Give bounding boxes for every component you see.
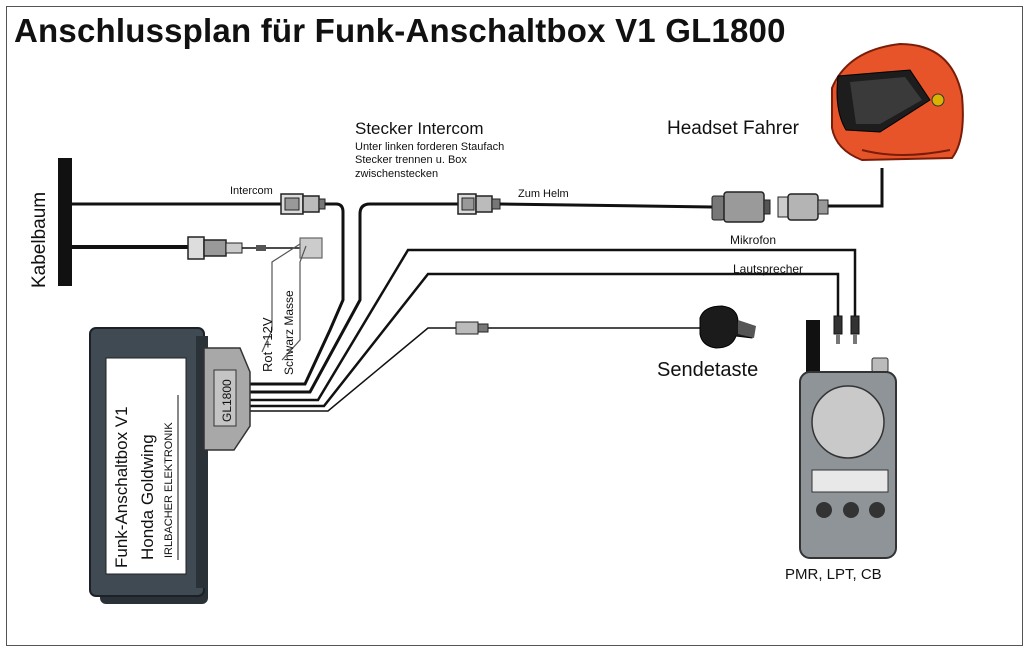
intercom-label: Intercom bbox=[230, 185, 273, 197]
power-connector bbox=[187, 236, 323, 260]
power-wires bbox=[261, 243, 307, 361]
radio-label: PMR, LPT, CB bbox=[785, 566, 882, 583]
schwarz-masse-label: Schwarz Masse bbox=[282, 290, 296, 375]
anschaltbox-title: Funk-Anschaltbox V1 bbox=[112, 406, 131, 568]
lautsprecher-label: Lautsprecher bbox=[733, 262, 803, 276]
stecker-note-line-3: zwischenstecken bbox=[355, 168, 438, 180]
lautsprecher-cable bbox=[248, 272, 840, 408]
helmet-icon bbox=[831, 42, 964, 162]
rot-12v-label: Rot +12V bbox=[260, 317, 275, 372]
zum-helm-label: Zum Helm bbox=[518, 188, 569, 200]
intercom-to-box-cable bbox=[248, 202, 345, 386]
sendetaste-connector bbox=[455, 321, 489, 335]
intercom-connector-left bbox=[280, 193, 326, 215]
anschaltbox-label-panel bbox=[105, 357, 187, 575]
helmet-cable bbox=[828, 168, 884, 208]
anschaltbox-model: Honda Goldwing bbox=[138, 434, 157, 560]
stecker-note-line-2: Stecker trennen u. Box bbox=[355, 154, 467, 166]
diagram-frame bbox=[6, 6, 1023, 646]
sendetaste-label: Sendetaste bbox=[657, 359, 758, 381]
box-to-intercom-right-cable bbox=[248, 202, 458, 394]
gl1800-connector-label: GL1800 bbox=[220, 379, 234, 422]
helmet-socket bbox=[777, 193, 829, 221]
stecker-note-line-1: Unter linken forderen Staufach bbox=[355, 141, 504, 153]
kabelbaum-bar bbox=[58, 158, 72, 286]
headset-fahrer-label: Headset Fahrer bbox=[667, 118, 800, 139]
sendetaste-button-icon bbox=[699, 305, 756, 349]
harness-intercom-cable bbox=[72, 202, 282, 249]
stecker-intercom-label: Stecker Intercom bbox=[355, 119, 484, 138]
anschaltbox-maker: IRLBACHER ELEKTRONIK bbox=[163, 422, 175, 558]
mikrofon-label: Mikrofon bbox=[730, 233, 776, 247]
kabelbaum-label: Kabelbaum bbox=[29, 192, 50, 288]
diagram-title: Anschlussplan für Funk-Anschaltbox V1 GL… bbox=[14, 12, 786, 49]
zum-helm-cable bbox=[499, 202, 713, 209]
intercom-connector-right bbox=[457, 193, 501, 215]
mikrofon-cable bbox=[248, 248, 857, 402]
sendetaste-cable bbox=[248, 327, 700, 412]
gl1800-connector bbox=[203, 347, 251, 451]
radio-icon bbox=[799, 315, 897, 559]
helmet-plug bbox=[711, 191, 771, 223]
